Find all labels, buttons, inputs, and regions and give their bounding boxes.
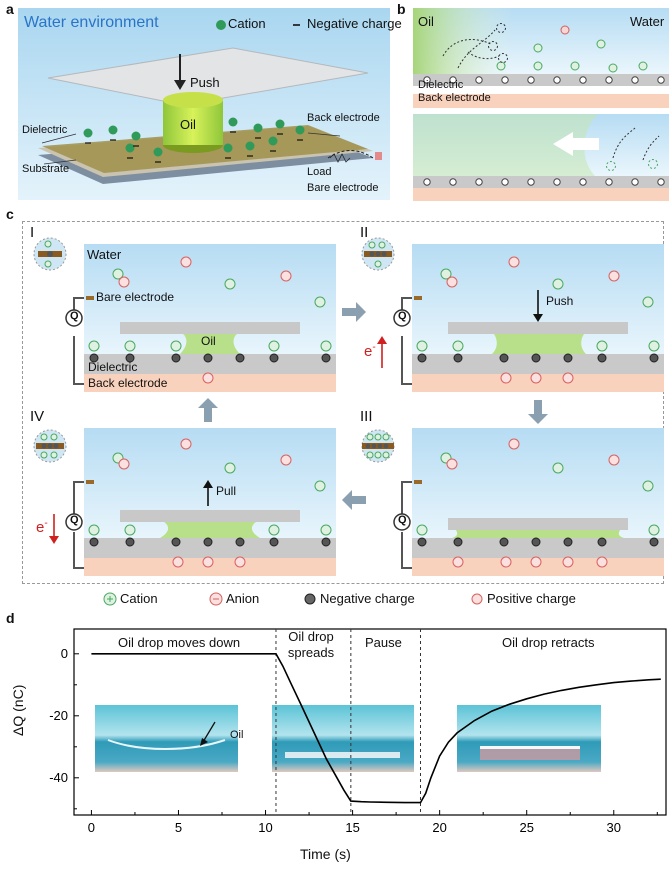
x-tick-label: 30 xyxy=(607,820,621,835)
panel-a-back-electrode-label: Back electrode xyxy=(307,112,380,124)
step-iii-schematic xyxy=(361,428,664,576)
step-label-ii: II xyxy=(360,224,369,241)
panel-a-bare-electrode-label: Bare electrode xyxy=(307,182,379,194)
inset-photo-3 xyxy=(457,705,601,772)
step-i-oil-label: Oil xyxy=(201,334,216,348)
x-tick-label: 25 xyxy=(519,820,533,835)
panel-b-schematic xyxy=(413,8,669,201)
step-iv-q-label: Q xyxy=(70,514,79,526)
step-i-water-label: Water xyxy=(87,247,122,262)
panel-a-push-label: Push xyxy=(190,75,220,90)
phase-label-pause: Pause xyxy=(365,635,402,650)
panel-label-d: d xyxy=(6,610,15,626)
step-i-schematic xyxy=(33,237,336,392)
legend-positive-charge: Positive charge xyxy=(487,591,576,606)
panel-b-dielectric-label: Dielectric xyxy=(418,79,464,91)
step-i-bare-electrode-label: Bare electrode xyxy=(96,290,175,304)
arrow-i-to-ii-icon xyxy=(342,302,366,322)
x-tick-label: 0 xyxy=(88,820,95,835)
panel-label-a: a xyxy=(6,1,14,17)
x-tick-label: 20 xyxy=(432,820,446,835)
step-ii-push-label: Push xyxy=(546,294,574,308)
inset-oil-annotation: Oil xyxy=(230,729,244,741)
electron-superscript: - xyxy=(372,342,376,353)
phase-label-retracts: Oil drop retracts xyxy=(502,635,595,650)
arrow-ii-to-iii-icon xyxy=(528,400,548,424)
delta-q-curve xyxy=(91,653,661,804)
panel-d-chart: 0 5 10 15 20 25 30 0 -20 -40 xyxy=(49,628,667,835)
panel-b-water-label: Water xyxy=(630,14,665,29)
electron-superscript: - xyxy=(44,518,48,529)
panel-a-dielectric-label: Dielectric xyxy=(22,124,68,136)
panel-a-schematic xyxy=(18,8,390,200)
y-tick-label: -40 xyxy=(49,770,68,785)
step-ii-q-label: Q xyxy=(398,310,407,322)
legend-cation: Cation xyxy=(120,591,158,606)
chart-plot-frame xyxy=(73,628,667,816)
panel-a-oil-label: Oil xyxy=(180,117,196,132)
panel-label-c: c xyxy=(6,206,14,222)
step-ii-schematic xyxy=(361,237,664,392)
inset-photo-2 xyxy=(272,705,414,772)
panel-a-legend-negative: Negative charge xyxy=(307,16,402,31)
arrow-iii-to-iv-icon xyxy=(342,490,366,510)
step-i-dielectric-label: Dielectric xyxy=(88,360,138,374)
electron-symbol: e xyxy=(364,343,373,360)
electron-symbol: e xyxy=(36,519,45,536)
step-iv-electron-label: e- xyxy=(36,518,48,536)
y-tick-label: 0 xyxy=(61,646,68,661)
chart-xlabel: Time (s) xyxy=(300,846,351,862)
legend-negative-charge: Negative charge xyxy=(320,591,415,606)
step-label-iv: IV xyxy=(30,408,45,425)
step-iv-pull-label: Pull xyxy=(216,484,237,498)
panel-label-b: b xyxy=(397,1,406,17)
panel-b-oil-label: Oil xyxy=(418,14,434,29)
panel-c-frame xyxy=(22,221,664,584)
panel-b-back-electrode-label: Back electrode xyxy=(418,92,491,104)
step-i-q-label: Q xyxy=(70,310,79,322)
step-i-back-electrode-label: Back electrode xyxy=(88,376,168,390)
panel-c-legend-icons xyxy=(103,592,483,606)
chart-ylabel: ΔQ (nC) xyxy=(10,684,26,736)
panel-a-load-label: Load xyxy=(307,166,332,178)
phase-label-moves-down: Oil drop moves down xyxy=(118,635,241,650)
panel-a-legend-cation: Cation xyxy=(228,16,266,31)
step-ii-electron-label: e- xyxy=(364,342,376,360)
arrow-iv-to-i-icon xyxy=(198,398,218,422)
step-iv-schematic xyxy=(33,428,336,576)
x-tick-label: 15 xyxy=(345,820,359,835)
step-label-iii: III xyxy=(360,408,373,425)
y-tick-label: -20 xyxy=(49,708,68,723)
panel-a-title: Water environment xyxy=(24,14,159,31)
legend-anion: Anion xyxy=(226,591,260,606)
inset-photo-1 xyxy=(95,705,238,772)
step-iii-q-label: Q xyxy=(398,514,407,526)
phase-label-spreads: Oil drop spreads xyxy=(287,629,335,660)
step-label-i: I xyxy=(30,224,35,241)
x-tick-label: 10 xyxy=(258,820,272,835)
x-tick-label: 5 xyxy=(175,820,182,835)
panel-a-substrate-label: Substrate xyxy=(22,163,70,175)
